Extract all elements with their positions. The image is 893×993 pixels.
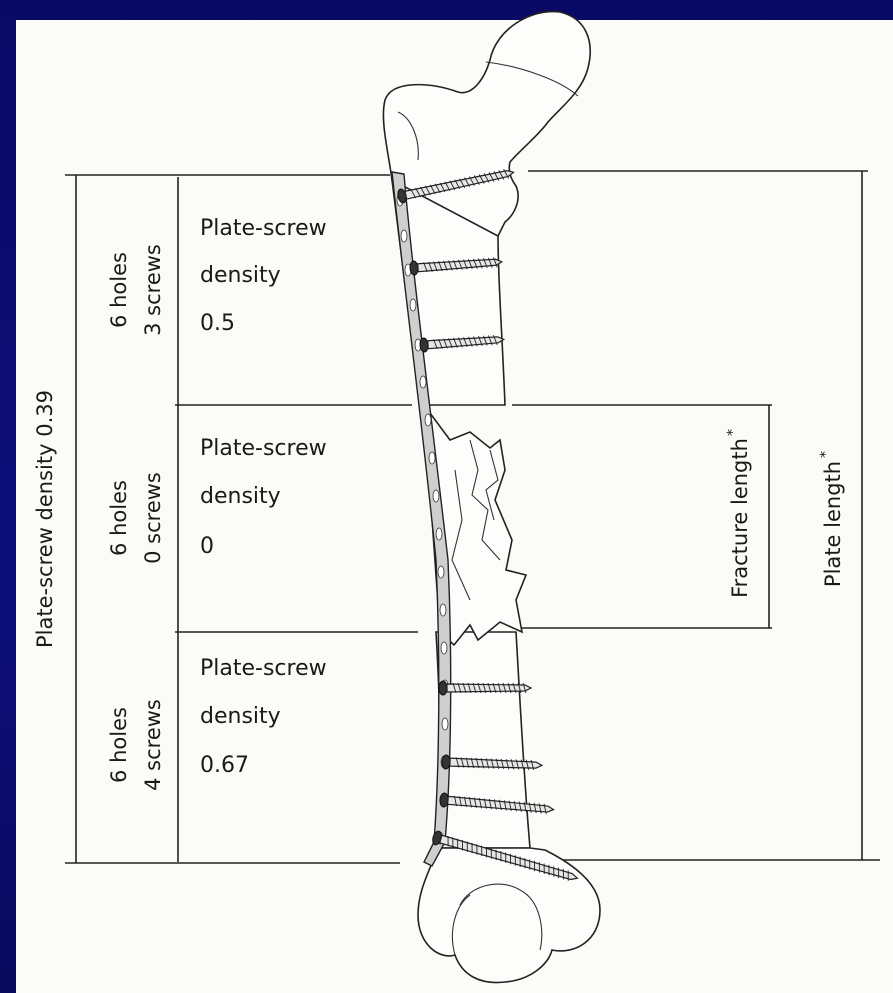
- section3-screws-label: 4 screws: [141, 699, 165, 791]
- screw-distal-1-head: [439, 681, 447, 695]
- plate-length-asterisk: *: [818, 451, 834, 458]
- section1-screws-label: 3 screws: [141, 244, 165, 336]
- section1-density-word: density: [200, 263, 281, 288]
- femur-distal: [418, 848, 600, 983]
- fracture-length-asterisk: *: [725, 429, 741, 436]
- screw-distal-2-head: [442, 755, 450, 769]
- section3-holes-label: 6 holes: [107, 707, 131, 783]
- section2-density-word: density: [200, 484, 281, 509]
- section2-holes-label: 6 holes: [107, 480, 131, 556]
- fracture-length-label: Fracture length: [728, 438, 752, 598]
- section2-screws-label: 0 screws: [141, 472, 165, 564]
- section1-density-title: Plate-screw: [200, 216, 327, 241]
- section2-density-title: Plate-screw: [200, 436, 327, 461]
- section2-density-value: 0: [200, 534, 214, 559]
- section3-density-value: 0.67: [200, 753, 249, 778]
- plate-length-label: Plate length: [821, 461, 845, 587]
- section1-density-value: 0.5: [200, 311, 235, 336]
- section1-holes-label: 6 holes: [107, 252, 131, 328]
- section3-density-title: Plate-screw: [200, 656, 327, 681]
- fracture-length-label-group: Fracture length *: [725, 429, 752, 598]
- overall-density-label: Plate-screw density 0.39: [33, 390, 57, 648]
- plate-length-label-group: Plate length *: [818, 451, 845, 587]
- section3-density-word: density: [200, 704, 281, 729]
